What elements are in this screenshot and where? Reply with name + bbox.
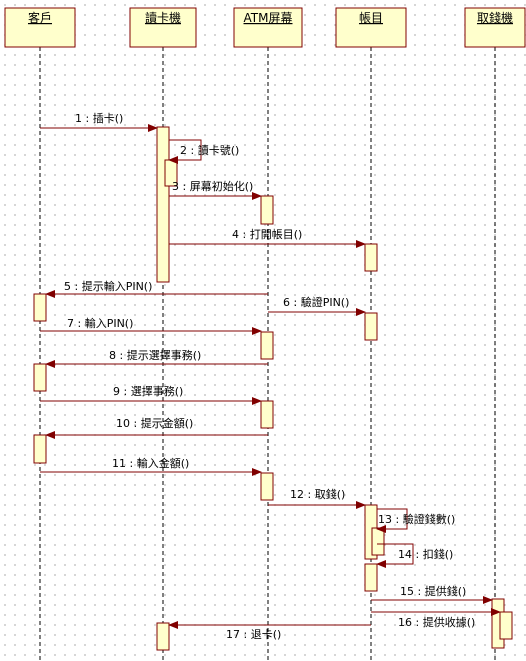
message-text: 輸入PIN() xyxy=(85,316,134,330)
message-label-1: 1 : 插卡() xyxy=(75,111,123,125)
activation-bar xyxy=(260,472,274,501)
message-separator: : xyxy=(82,112,93,125)
activation-bar xyxy=(364,312,378,341)
message-separator: : xyxy=(130,417,141,430)
message-number: 2 xyxy=(180,144,187,157)
message-number: 7 xyxy=(67,317,74,330)
message-label-15: 15 : 提供錢() xyxy=(400,584,466,598)
message-separator: : xyxy=(126,457,137,470)
message-separator: : xyxy=(120,385,131,398)
message-number: 17 xyxy=(226,628,240,641)
activation-bar xyxy=(260,195,274,225)
activation-bar xyxy=(371,527,385,556)
message-separator: : xyxy=(412,548,423,561)
lifeline-header-5[interactable] xyxy=(464,7,526,48)
message-label-17: 17 : 退卡() xyxy=(226,628,281,641)
message-text: 提示選擇事務() xyxy=(127,348,202,362)
message-label-5: 5 : 提示輸入PIN() xyxy=(64,279,152,293)
message-text: 插卡() xyxy=(93,111,124,125)
message-label-8: 8 : 提示選擇事務() xyxy=(109,348,201,362)
message-text: 提供錢() xyxy=(425,584,467,598)
lifeline-name-5: 取錢機 xyxy=(477,10,513,25)
message-number: 4 xyxy=(232,228,239,241)
activation-bar xyxy=(33,293,47,322)
lifeline-name-4: 帳目 xyxy=(359,11,383,25)
message-text: 輸入金額() xyxy=(137,456,190,470)
message-label-14: 14 : 扣錢() xyxy=(398,547,453,561)
message-label-6: 6 : 驗證PIN() xyxy=(283,295,349,309)
lifeline-header-1[interactable] xyxy=(4,7,76,48)
message-number: 16 xyxy=(398,616,412,629)
message-separator: : xyxy=(412,616,423,629)
message-label-2: 2 : 讀卡號() xyxy=(180,143,239,157)
activation-bar xyxy=(33,434,47,464)
message-number: 15 xyxy=(400,585,414,598)
message-separator: : xyxy=(240,628,251,641)
message-separator: : xyxy=(304,488,315,501)
message-arrow-14[interactable] xyxy=(376,543,414,568)
activation-bar xyxy=(260,400,274,429)
message-number: 14 xyxy=(398,548,412,561)
lifeline-header-4[interactable] xyxy=(335,7,407,48)
activation-bar xyxy=(156,622,170,651)
message-number: 13 xyxy=(378,513,392,526)
message-label-4: 4 : 打開帳目() xyxy=(232,227,302,241)
message-text: 提示輸入PIN() xyxy=(82,279,153,293)
message-number: 8 xyxy=(109,349,116,362)
message-separator: : xyxy=(414,585,425,598)
activation-bar xyxy=(33,363,47,392)
message-arrow-13[interactable] xyxy=(376,508,408,533)
message-label-12: 12 : 取錢() xyxy=(290,487,345,501)
message-number: 3 xyxy=(172,180,179,193)
message-text: 打開帳目() xyxy=(250,227,303,241)
message-text: 讀卡號() xyxy=(198,143,240,157)
message-number: 11 xyxy=(112,457,126,470)
lifeline-header-2[interactable] xyxy=(129,7,197,48)
message-separator: : xyxy=(187,144,198,157)
activation-bar xyxy=(260,331,274,360)
message-separator: : xyxy=(239,228,250,241)
message-label-16: 16 : 提供收據() xyxy=(398,615,475,629)
activation-bar xyxy=(156,126,170,283)
message-separator: : xyxy=(74,317,85,330)
message-number: 1 xyxy=(75,112,82,125)
message-number: 5 xyxy=(64,280,71,293)
message-text: 扣錢() xyxy=(423,547,454,561)
lifeline-header-3[interactable] xyxy=(233,7,303,48)
activation-bar xyxy=(499,611,513,640)
message-number: 6 xyxy=(283,296,290,309)
message-text: 驗證PIN() xyxy=(301,295,350,309)
message-separator: : xyxy=(71,280,82,293)
message-text: 提供收據() xyxy=(423,615,476,629)
message-text: 驗證錢數() xyxy=(403,512,456,526)
message-number: 9 xyxy=(113,385,120,398)
activation-bar xyxy=(364,243,378,272)
lifeline-name-2: 讀卡機 xyxy=(145,10,181,25)
message-arrow-2[interactable] xyxy=(168,139,202,164)
message-text: 退卡() xyxy=(251,628,282,641)
lifeline-name-3: ATM屏幕 xyxy=(244,11,293,25)
message-label-9: 9 : 選擇事務() xyxy=(113,384,183,398)
message-text: 取錢() xyxy=(315,487,346,501)
message-label-13: 13 : 驗證錢數() xyxy=(378,512,455,526)
message-separator: : xyxy=(179,180,190,193)
message-separator: : xyxy=(116,349,127,362)
message-number: 10 xyxy=(116,417,130,430)
message-label-11: 11 : 輸入金額() xyxy=(112,456,189,470)
lifeline-name-1: 客戶 xyxy=(28,10,52,25)
message-text: 屏幕初始化() xyxy=(190,179,254,193)
message-separator: : xyxy=(290,296,301,309)
message-separator: : xyxy=(392,513,403,526)
message-label-10: 10 : 提示金額() xyxy=(116,416,193,430)
message-label-7: 7 : 輸入PIN() xyxy=(67,316,133,330)
message-number: 12 xyxy=(290,488,304,501)
message-text: 提示金額() xyxy=(141,416,194,430)
activation-bar xyxy=(364,563,378,592)
message-label-3: 3 : 屏幕初始化() xyxy=(172,179,253,193)
message-text: 選擇事務() xyxy=(131,384,184,398)
